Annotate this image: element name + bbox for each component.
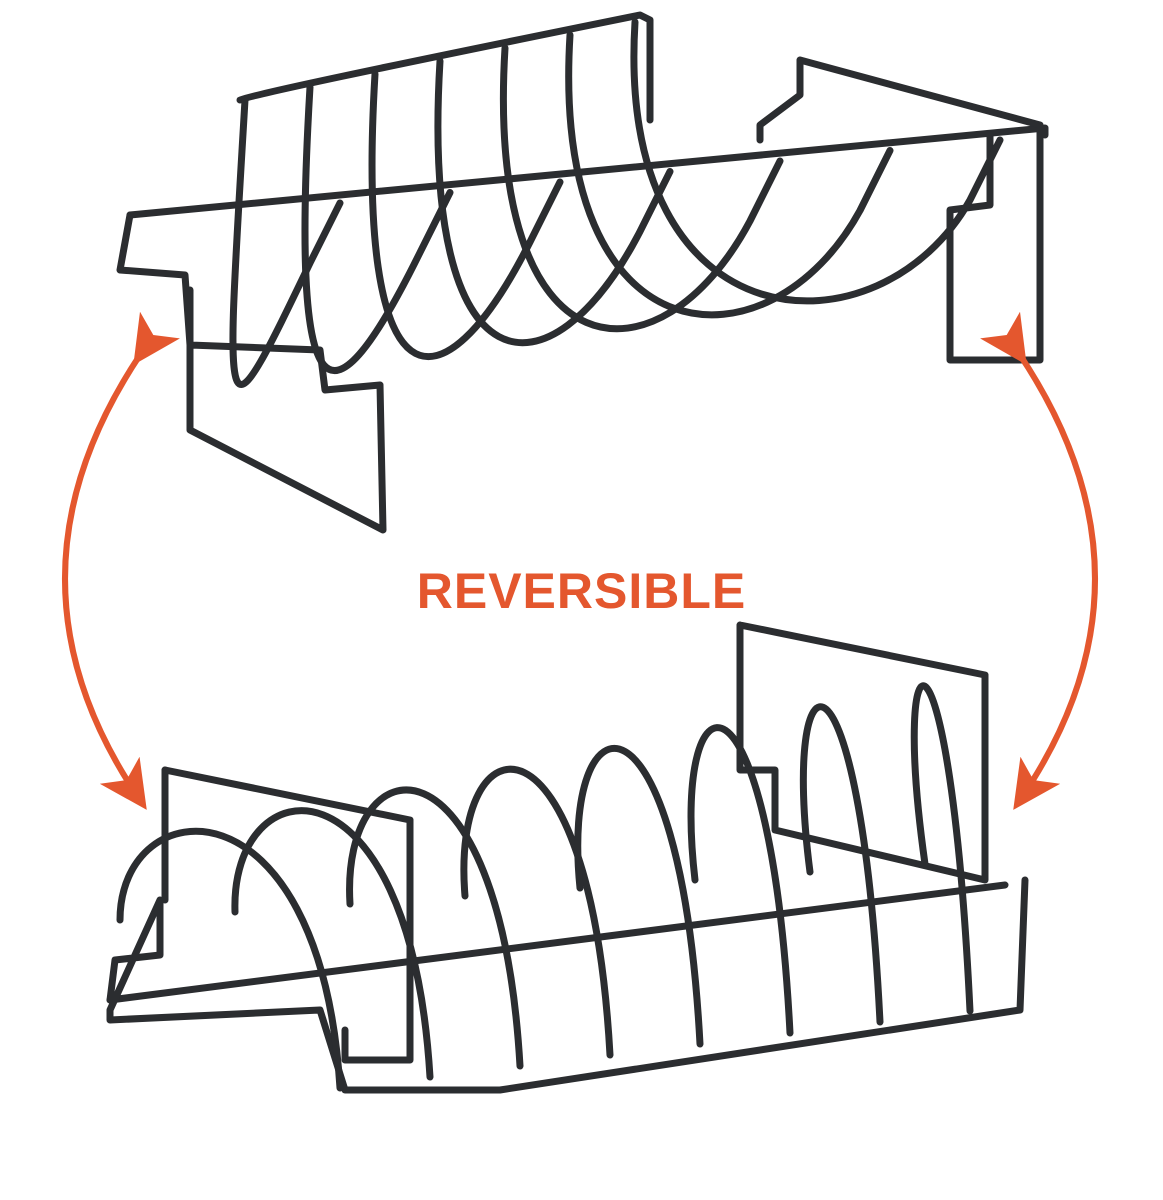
right-arrow-icon [980,311,1098,810]
left-arrow-icon [62,311,180,810]
cradle-rib [229,96,344,389]
bottom-rack [106,621,1029,1094]
reversible-caption: REVERSIBLE [416,563,747,619]
arch-rib [687,724,794,1037]
arch-rib [910,682,974,1015]
cradle-rib [434,57,674,347]
cradle-rib [565,31,894,319]
arch-rib [116,827,344,1092]
arch-rib [460,765,614,1059]
cradle-rib [630,18,1004,305]
cradle-rib [368,70,564,361]
top-rack [116,11,1049,534]
arch-rib [346,786,524,1070]
arch-rib [574,744,704,1048]
arch-rib [799,703,884,1026]
arch-rib [231,807,434,1081]
cradle-rib [301,83,454,374]
